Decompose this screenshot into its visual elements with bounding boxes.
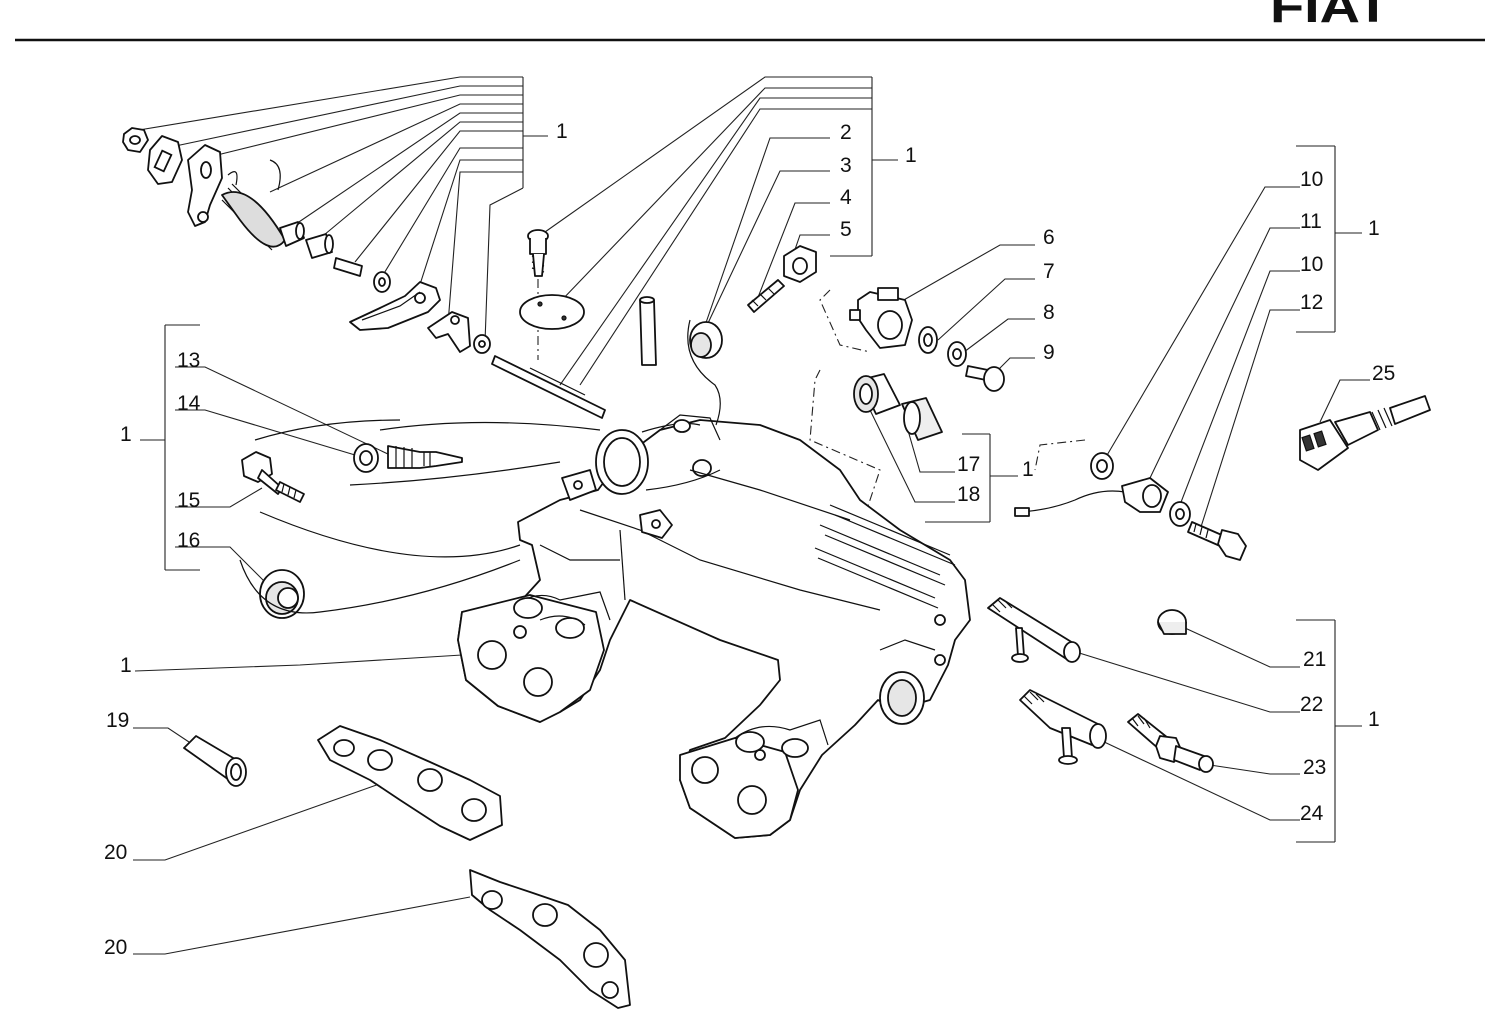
lever-plate [187,144,223,227]
shaft-washer [473,334,491,354]
callout-1-manifold: 1 [120,654,132,677]
throttle-position-sensor [849,287,913,349]
contour-lines [239,319,721,614]
callout-18: 18 [957,483,980,506]
washer-10-upper [1090,452,1114,480]
sensor-11 [1014,477,1169,517]
throttle-linkage-parts [122,127,491,354]
callout-19: 19 [106,709,129,732]
callout-1-left: 1 [120,423,132,446]
sensor-washer-8 [947,341,967,367]
throttle-lever [349,281,441,331]
callout-4: 4 [840,186,852,209]
throttle-shaft-group [491,229,817,419]
callout-23: 23 [1303,756,1326,779]
intake-manifold [457,414,971,839]
leader-lines [133,76,1370,955]
bearing-group [853,373,943,441]
sensor-connector-25 [1299,395,1431,471]
long-stud [639,296,657,366]
bushing-2 [305,233,334,259]
pin [333,257,363,277]
sensor-washer-7 [918,326,938,354]
callout-21: 21 [1303,648,1326,671]
callout-15: 15 [177,489,200,512]
bolt-12 [1187,521,1247,561]
small-washer [373,271,391,293]
adjust-nut [783,245,817,283]
sealing-ring [689,321,723,359]
callout-20-upper: 20 [104,841,127,864]
bottom-right-fittings [987,597,1214,773]
left-fittings-group [241,443,463,619]
callout-9: 9 [1043,341,1055,364]
cap-16 [259,569,305,619]
position-sensor-group [849,287,1005,392]
gasket-upper [317,725,503,841]
callout-22: 22 [1300,693,1323,716]
callout-12: 12 [1300,291,1323,314]
fitting-23 [1127,713,1214,773]
needle-bearing [853,373,901,415]
callout-10-lower: 10 [1300,253,1323,276]
callout-16: 16 [177,529,200,552]
callout-14: 14 [177,392,201,415]
gasket-lower [469,869,631,1009]
callout-2: 2 [840,121,852,144]
logo-text: FIAT [1270,0,1390,32]
pipe-24 [1019,689,1107,765]
bushing-1 [279,221,305,247]
slotted-washer [147,135,183,185]
callout-13: 13 [177,349,200,372]
callout-25: 25 [1372,362,1395,385]
callout-8: 8 [1043,301,1055,324]
callout-1-mid-right: 1 [1022,458,1034,481]
lever-bracket [427,311,471,353]
callout-7: 7 [1043,260,1055,283]
callout-24: 24 [1300,802,1324,825]
callout-11: 11 [1300,210,1322,233]
nozzle-13 [387,445,463,469]
callout-1-top-left: 1 [556,120,568,143]
washer-14 [353,443,379,473]
fitting-15 [241,451,305,503]
fitting-19 [183,735,247,787]
callout-labels: 1 1 2 3 4 5 6 7 8 9 10 11 10 12 1 25 13 … [104,120,1395,959]
throttle-shaft [491,355,606,419]
callout-5: 5 [840,218,852,241]
bush [901,397,943,441]
callout-6: 6 [1043,226,1055,249]
callout-1-top-mid: 1 [905,144,917,167]
pipe-22 [987,597,1081,663]
callout-1-right: 1 [1368,217,1380,240]
throttle-disc [519,294,585,330]
temperature-sensor-group [1014,452,1247,561]
callout-20-lower: 20 [104,936,127,959]
callout-10-upper: 10 [1300,168,1323,191]
adjust-screw [747,279,785,313]
washer-10-lower [1169,501,1191,527]
callout-3: 3 [840,154,852,177]
callout-1-bottom-right: 1 [1368,708,1380,731]
sensor-screw-9 [965,365,1005,392]
callout-17: 17 [957,453,980,476]
return-spring [221,159,286,251]
nut [122,127,149,153]
brand-logo: FIAT [1270,0,1390,32]
disc-screw [527,229,549,277]
plug-21 [1157,609,1187,635]
